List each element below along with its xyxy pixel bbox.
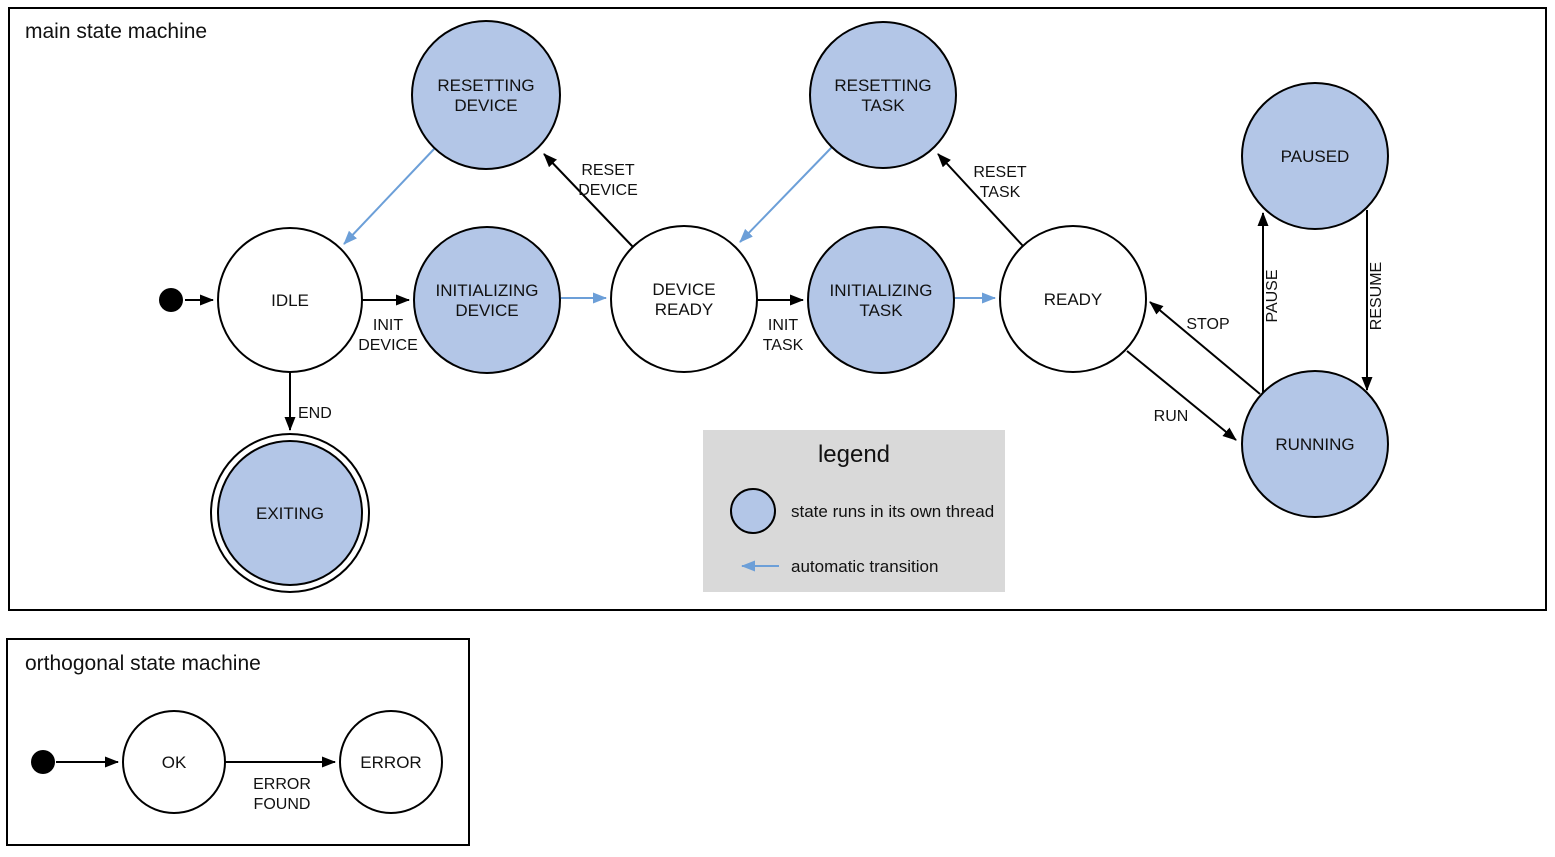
state-running-label: RUNNING	[1275, 435, 1354, 454]
init-task-label-line2: TASK	[763, 337, 804, 354]
legend-title: legend	[818, 441, 890, 468]
auto-arrow-resettask-deviceready	[739, 146, 833, 243]
end-label: END	[298, 405, 332, 422]
stop-label: STOP	[1186, 316, 1229, 333]
error-found-label-line1: ERROR	[253, 776, 311, 793]
state-idle-shape	[217, 227, 363, 373]
transition-stop: STOP	[1149, 301, 1261, 395]
state-ready: READY	[999, 225, 1147, 373]
transition-auto-resettask-deviceready	[739, 146, 833, 243]
initial-state-dot	[159, 288, 183, 312]
main-panel-title: main state machine	[25, 20, 207, 43]
state-resetting-task-label-line2: TASK	[861, 96, 905, 115]
transition-auto-resetdev-idle	[343, 147, 436, 245]
state-exiting-shape	[217, 440, 363, 586]
state-resetting-device-label-line1: RESETTING	[437, 76, 534, 95]
reset-device-label-line2: DEVICE	[578, 182, 638, 199]
transition-init-task: INIT TASK	[757, 294, 804, 354]
state-idle: IDLE	[217, 227, 363, 373]
orthogonal-panel-title: orthogonal state machine	[25, 652, 261, 675]
reset-task-label-line2: TASK	[980, 184, 1021, 201]
state-device-ready-label-line1: DEVICE	[652, 280, 715, 299]
transition-reset-device: RESET DEVICE	[543, 153, 638, 248]
state-exiting-final: EXITING	[210, 433, 370, 593]
state-initializing-device: INITIALIZING DEVICE	[413, 226, 561, 374]
stop-arrow	[1149, 301, 1261, 395]
reset-task-arrow	[937, 153, 1024, 247]
state-resetting-task: RESETTING TASK	[809, 21, 957, 169]
state-ready-shape	[999, 225, 1147, 373]
state-running: RUNNING	[1241, 370, 1389, 518]
legend: legend state runs in its own thread auto…	[703, 430, 1005, 592]
run-label: RUN	[1154, 408, 1189, 425]
state-initializing-device-shape	[413, 226, 561, 374]
error-found-label-line2: FOUND	[254, 796, 311, 813]
state-initializing-task-label-line1: INITIALIZING	[830, 281, 933, 300]
transition-end: END	[284, 372, 332, 431]
transition-reset-task: RESET TASK	[937, 153, 1027, 247]
reset-device-label-line1: RESET	[581, 162, 635, 179]
state-initializing-task: INITIALIZING TASK	[807, 226, 955, 374]
state-paused: PAUSED	[1241, 82, 1389, 230]
orthogonal-initial-state-dot	[31, 750, 55, 774]
state-paused-shape	[1241, 82, 1389, 230]
state-resetting-task-label-line1: RESETTING	[834, 76, 931, 95]
state-initializing-task-shape	[807, 226, 955, 374]
state-paused-label: PAUSED	[1281, 147, 1350, 166]
transition-error-found: ERROR FOUND	[225, 756, 336, 813]
state-exiting-label: EXITING	[256, 504, 324, 523]
state-ok-shape	[122, 710, 226, 814]
auto-arrow-resetdev-idle	[343, 147, 436, 245]
state-ready-label: READY	[1044, 290, 1103, 309]
init-task-label-line1: INIT	[768, 317, 798, 334]
transition-resume: RESUME	[1361, 210, 1385, 391]
state-running-shape	[1241, 370, 1389, 518]
state-resetting-device-shape	[411, 20, 561, 170]
init-device-label-line1: INIT	[373, 317, 403, 334]
state-device-ready: DEVICE READY	[610, 225, 758, 373]
legend-thread-state-label: state runs in its own thread	[791, 502, 994, 521]
state-error-label: ERROR	[360, 753, 421, 772]
state-initializing-device-label-line1: INITIALIZING	[436, 281, 539, 300]
reset-device-arrow	[543, 153, 634, 248]
state-resetting-device: RESETTING DEVICE	[411, 20, 561, 170]
transition-pause: PAUSE	[1257, 212, 1281, 393]
state-error-shape	[339, 710, 443, 814]
state-resetting-device-label-line2: DEVICE	[454, 96, 517, 115]
state-error: ERROR	[339, 710, 443, 814]
pause-label: PAUSE	[1264, 269, 1281, 322]
state-device-ready-shape	[610, 225, 758, 373]
legend-automatic-label: automatic transition	[791, 557, 938, 576]
state-initializing-task-label-line2: TASK	[859, 301, 903, 320]
transition-init-device: INIT DEVICE	[358, 294, 418, 354]
transition-run: RUN	[1126, 350, 1237, 441]
state-ok: OK	[122, 710, 226, 814]
main-state-machine-panel: main state machine INIT DEVICE RESET DEV…	[8, 7, 1547, 611]
reset-task-label-line1: RESET	[973, 164, 1027, 181]
orthogonal-state-machine-panel: orthogonal state machine ERROR FOUND OK …	[6, 638, 470, 846]
run-arrow	[1126, 350, 1237, 441]
init-device-label-line2: DEVICE	[358, 337, 418, 354]
state-device-ready-label-line2: READY	[655, 300, 714, 319]
state-resetting-task-shape	[809, 21, 957, 169]
legend-thread-state-swatch	[730, 488, 776, 534]
resume-label: RESUME	[1368, 262, 1385, 330]
state-initializing-device-label-line2: DEVICE	[455, 301, 518, 320]
state-ok-label: OK	[162, 753, 187, 772]
state-idle-label: IDLE	[271, 291, 309, 310]
